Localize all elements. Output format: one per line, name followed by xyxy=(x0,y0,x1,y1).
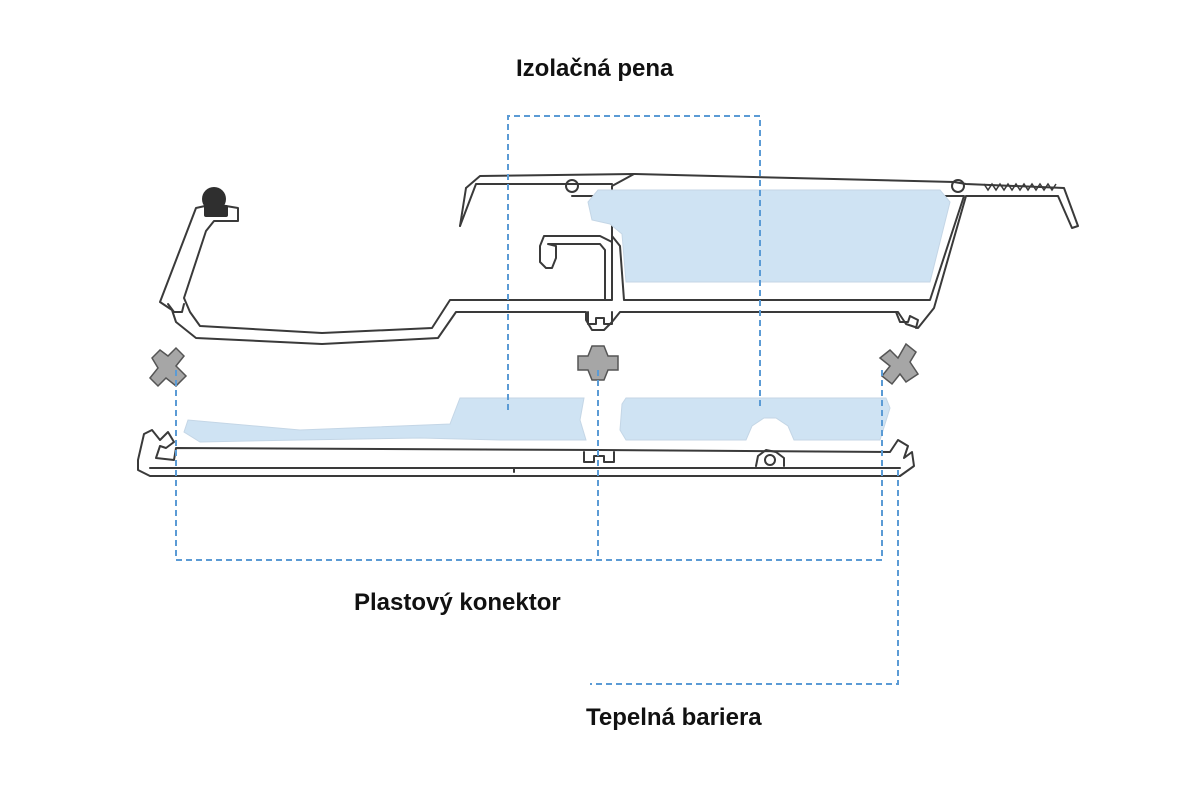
plastic-connector-right xyxy=(878,342,920,386)
upper-aluminium-profile xyxy=(159,173,1079,345)
label-insulation-foam: Izolačná pena xyxy=(516,55,674,82)
plastic-connector-left xyxy=(148,346,188,388)
plastic-connector-center xyxy=(577,345,619,381)
label-thermal-barrier: Tepelná bariera xyxy=(586,704,762,731)
leader-plastic-connector xyxy=(175,370,883,561)
serrated-edge xyxy=(983,182,1057,192)
leader-insulation-foam xyxy=(507,115,761,410)
lower-insulation-foam-left xyxy=(183,397,587,443)
upper-insulation-foam xyxy=(587,189,951,283)
lower-insulation-foam-right xyxy=(619,397,891,441)
leader-lines xyxy=(175,115,899,685)
rubber-gasket xyxy=(202,187,228,217)
leader-thermal-barrier xyxy=(590,470,899,685)
lower-aluminium-profile xyxy=(137,429,915,477)
label-plastic-connector: Plastový konektor xyxy=(354,589,561,616)
